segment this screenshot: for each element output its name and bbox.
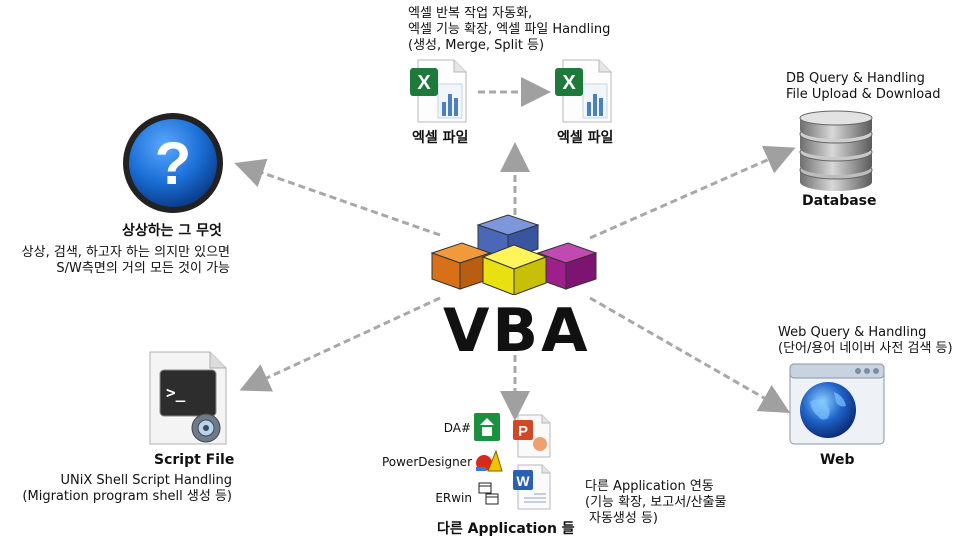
top-left-label: 상상하는 그 무엇 xyxy=(122,223,222,239)
bottom-left-label: Script File xyxy=(154,452,235,468)
bottom-label: 다른 Application 들 xyxy=(437,521,575,537)
arrow-to-top-right xyxy=(589,145,796,240)
arrow-to-bottom-right xyxy=(589,296,791,413)
top-left-desc-line-2: S/W측면의 거의 모든 것이 가능 xyxy=(56,261,230,276)
da-icon xyxy=(474,413,500,445)
top-left-desc-line-1: 상상, 검색, 하고자 하는 의지만 있으면 xyxy=(21,245,230,260)
excel-file-icon-right: X xyxy=(553,58,615,128)
bottom-right-label: Web xyxy=(820,452,855,468)
top-desc-line-2: 엑셀 기능 확장, 엑셀 파일 Handling xyxy=(408,22,611,37)
app-name-da: DA# xyxy=(443,421,471,435)
bottom-left-desc-line-1: UNiX Shell Script Handling xyxy=(60,473,232,488)
word-file-icon: W xyxy=(512,464,552,514)
excel-file-left-label: 엑셀 파일 xyxy=(412,130,469,146)
powerdesigner-icon xyxy=(474,447,504,477)
erwin-icon xyxy=(478,482,500,510)
vba-title: VBA xyxy=(443,296,591,366)
app-name-powerdesigner: PowerDesigner xyxy=(381,455,472,469)
svg-text:P: P xyxy=(518,423,528,440)
arrow-to-top-left xyxy=(234,158,441,237)
excel-file-right-label: 엑셀 파일 xyxy=(557,130,614,146)
bottom-left-desc-line-2: (Migration program shell 생성 등) xyxy=(22,489,232,504)
top-right-desc-line-2: File Upload & Download xyxy=(786,87,941,102)
app-name-erwin: ERwin xyxy=(435,491,472,505)
bottom-desc: 다른 Application 연동 (기능 확장, 보고서/산출물 자동생성 등… xyxy=(585,479,726,527)
web-browser-icon xyxy=(788,362,886,450)
bottom-left-desc: UNiX Shell Script Handling (Migration pr… xyxy=(10,473,232,505)
svg-text:>_: >_ xyxy=(166,383,186,402)
script-file-icon: >_ xyxy=(148,350,230,452)
excel-file-icon-left: X xyxy=(408,58,470,128)
bottom-right-desc: Web Query & Handling (단어/용어 네이버 사전 검색 등) xyxy=(778,325,953,357)
top-desc: 엑셀 반복 작업 자동화, 엑셀 기능 확장, 엑셀 파일 Handling (… xyxy=(408,6,610,54)
bottom-desc-line-1: 다른 Application 연동 xyxy=(585,479,714,494)
top-desc-line-3: (생성, Merge, Split 등) xyxy=(408,38,545,53)
top-right-desc: DB Query & Handling File Upload & Downlo… xyxy=(786,71,940,103)
top-right-desc-line-1: DB Query & Handling xyxy=(786,71,925,86)
top-desc-line-1: 엑셀 반복 작업 자동화, xyxy=(408,6,533,21)
bottom-right-desc-line-2: (단어/용어 네이버 사전 검색 등) xyxy=(778,341,953,356)
svg-text:W: W xyxy=(516,473,530,489)
svg-text:X: X xyxy=(562,72,576,94)
svg-text:X: X xyxy=(417,72,431,94)
bottom-desc-line-3: 자동생성 등) xyxy=(589,511,659,526)
top-right-label: Database xyxy=(802,193,877,209)
svg-text:?: ? xyxy=(155,130,192,197)
question-icon: ? xyxy=(120,110,226,220)
arrow-to-bottom-left xyxy=(239,296,441,392)
database-icon xyxy=(796,110,876,196)
vba-cubes-icon xyxy=(428,213,598,299)
powerpoint-file-icon: P xyxy=(512,414,552,462)
top-left-desc: 상상, 검색, 하고자 하는 의지만 있으면 S/W측면의 거의 모든 것이 가… xyxy=(8,245,230,277)
bottom-right-desc-line-1: Web Query & Handling xyxy=(778,325,927,340)
bottom-desc-line-2: (기능 확장, 보고서/산출물 xyxy=(585,495,727,510)
